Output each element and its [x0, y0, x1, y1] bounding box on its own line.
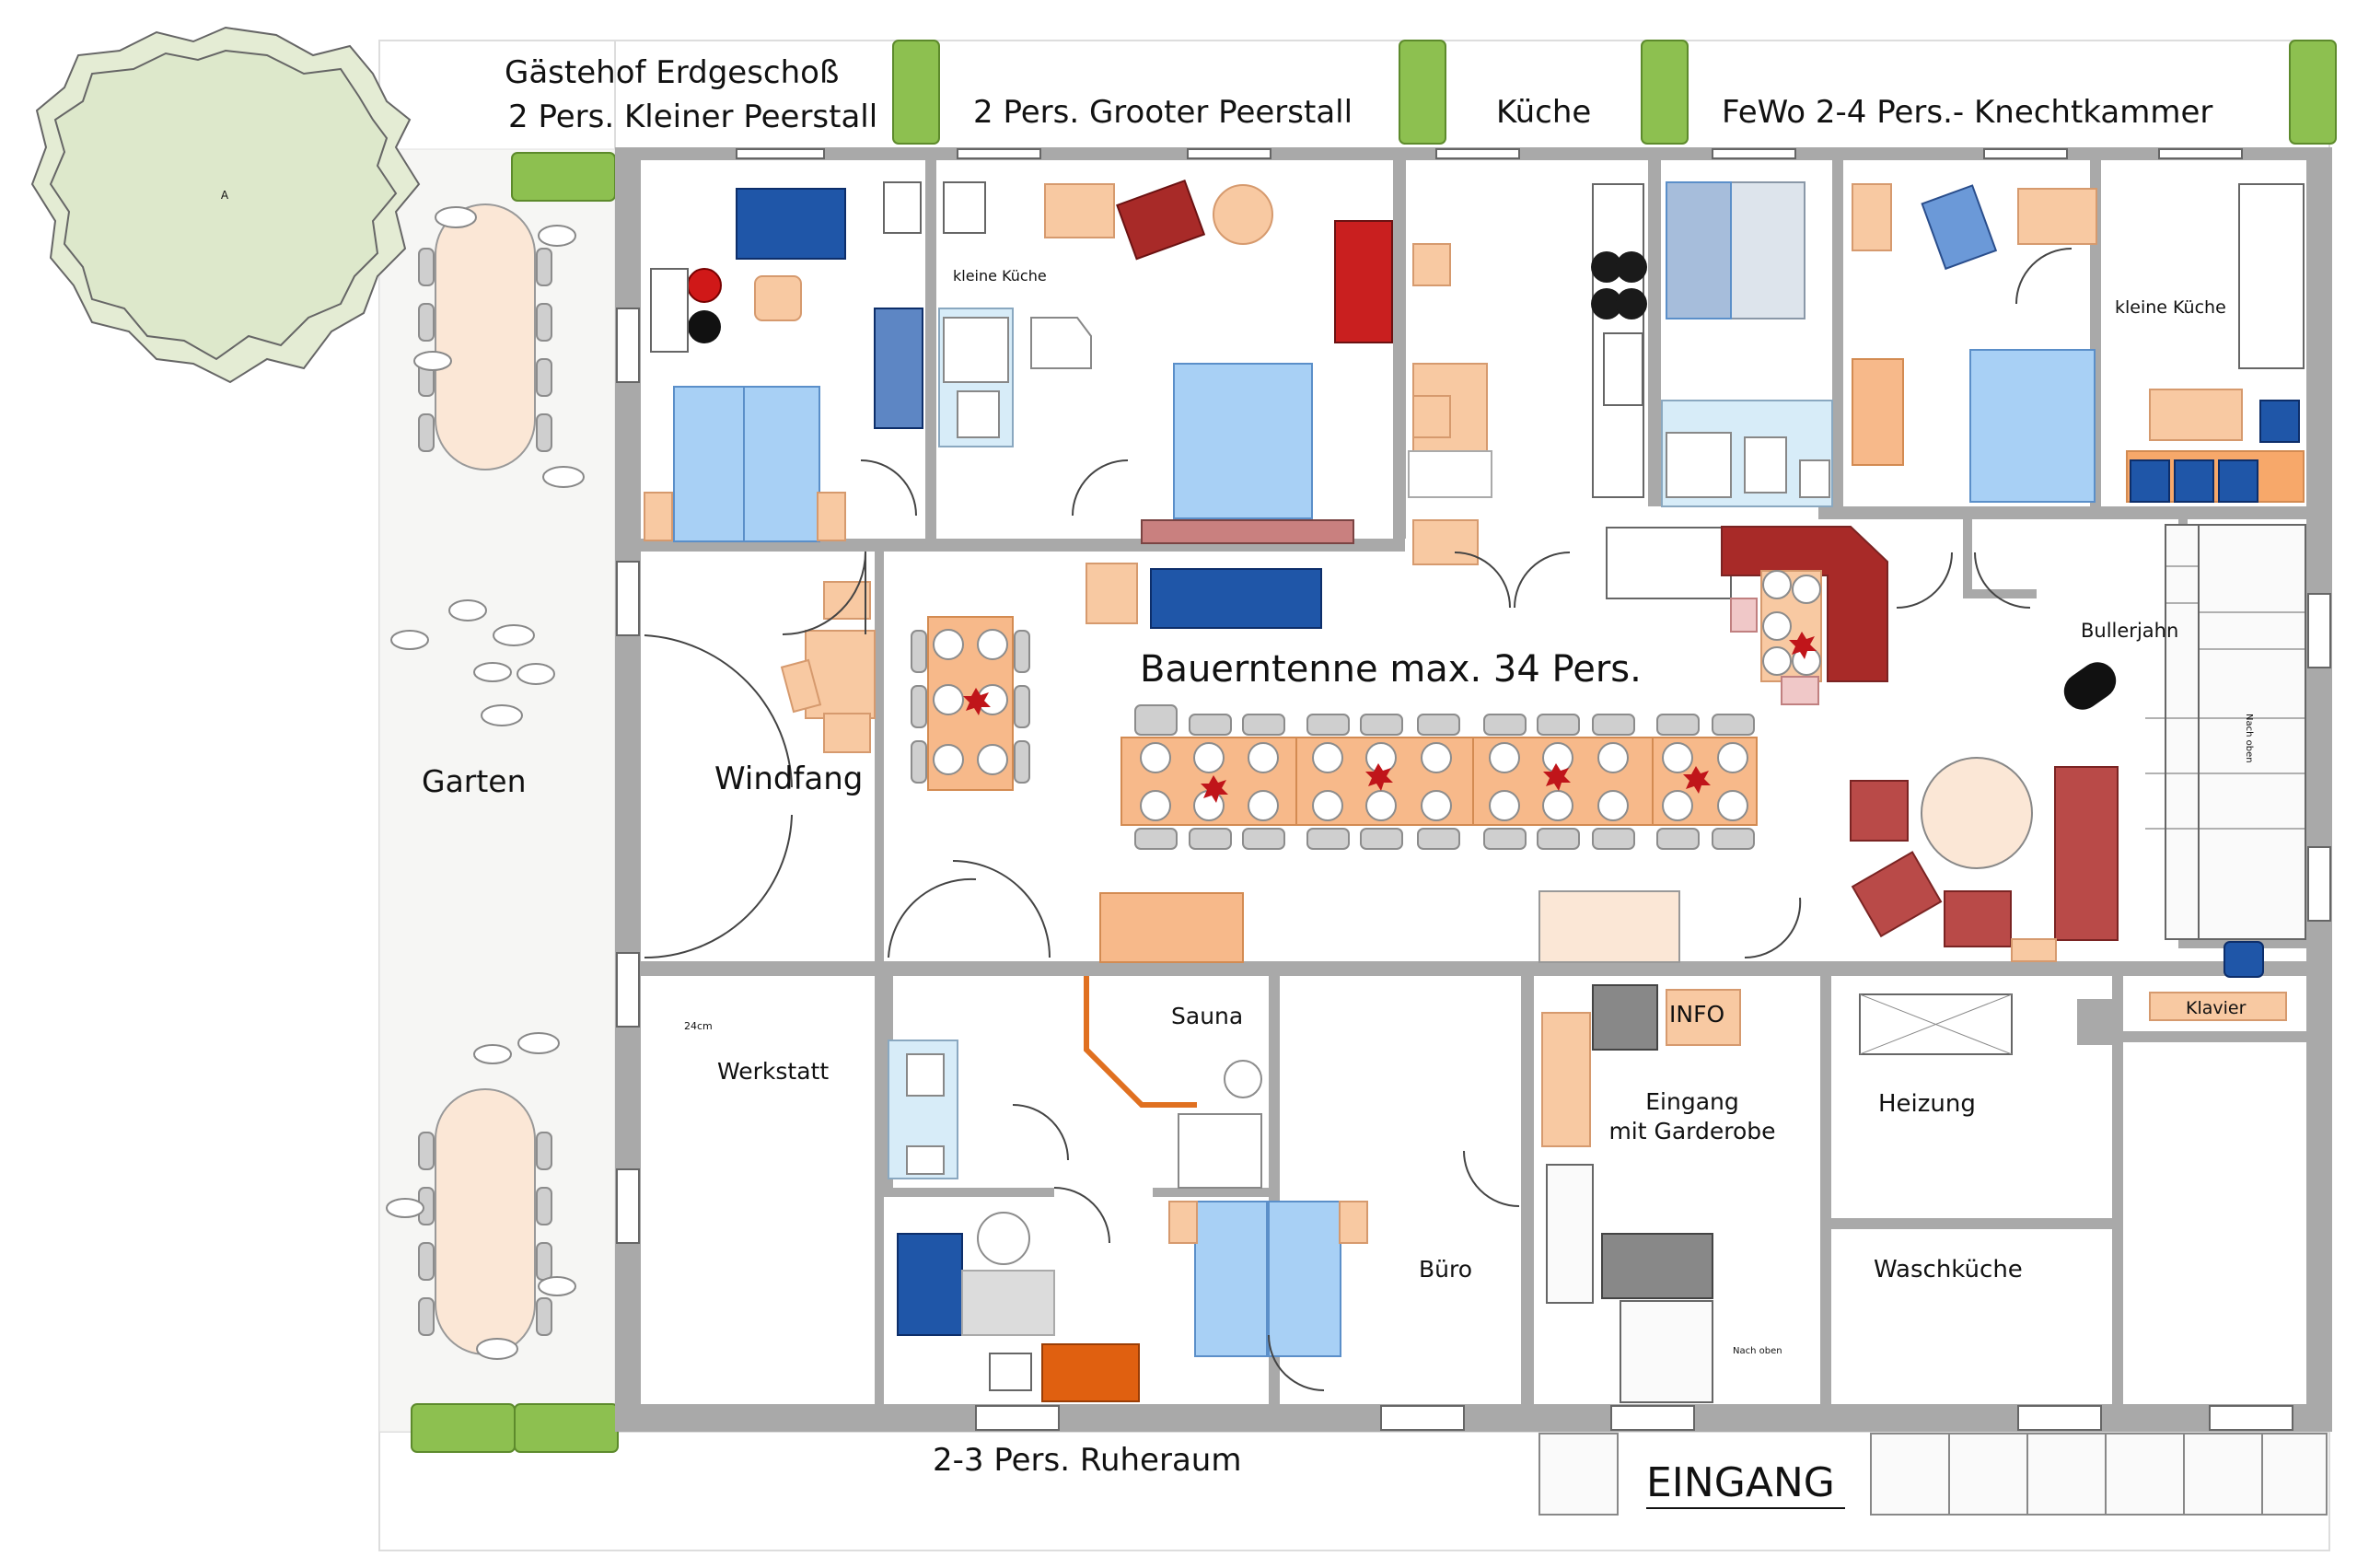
label-grooter-peerstall: 2 Pers. Grooter Peerstall	[973, 94, 1353, 131]
label-kleiner-peerstall: 2 Pers. Kleiner Peerstall	[508, 99, 877, 135]
doors	[644, 248, 2073, 1391]
label-kleine-kueche-right: kleine Küche	[2115, 297, 2226, 318]
hedges	[411, 40, 2337, 1453]
label-eingang-1: Eingang	[1645, 1088, 1739, 1115]
label-sauna: Sauna	[1171, 1003, 1243, 1029]
stepping-stones	[386, 206, 585, 1360]
garden-table-top	[418, 203, 552, 470]
label-nach-oben-1: Nach oben	[2244, 714, 2254, 763]
label-info: INFO	[1669, 1001, 1724, 1028]
tree-mark: A	[221, 189, 229, 202]
room-ruheraum	[897, 1201, 1368, 1402]
label-windfang: Windfang	[714, 761, 863, 797]
label-nach-oben-2: Nach oben	[1733, 1346, 1782, 1356]
room-kleiner-peerstall	[644, 188, 923, 542]
label-werkstatt: Werkstatt	[717, 1058, 829, 1085]
room-fewo: kleine Küche	[1661, 181, 2305, 507]
room-heizung	[1859, 992, 2287, 1055]
label-eingang: EINGANG	[1646, 1459, 1835, 1506]
label-garten: Garten	[422, 763, 527, 799]
windows	[616, 148, 2331, 1431]
label-fewo: FeWo 2-4 Pers.- Knechtkammer	[1722, 94, 2212, 131]
staircase-right: Nach oben	[2145, 524, 2306, 940]
label-heizung: Heizung	[1878, 1090, 1976, 1118]
label-wall-24cm: 24cm	[684, 1020, 713, 1032]
room-eingang: Nach oben	[1541, 984, 1782, 1403]
label-ruheraum: 2-3 Pers. Ruheraum	[933, 1442, 1241, 1479]
label-bullerjahn: Bullerjahn	[2081, 620, 2178, 642]
label-klavier: Klavier	[2186, 998, 2247, 1018]
garden-table-bottom	[418, 1088, 552, 1355]
room-kueche	[1408, 183, 1647, 498]
room-kleine-kueche-left: kleine Küche	[883, 181, 1092, 447]
label-waschkueche: Waschküche	[1874, 1256, 2023, 1283]
room-bauerntenne	[780, 519, 2264, 978]
entrance-paving	[1538, 1433, 2328, 1516]
room-grooter-peerstall	[1044, 179, 1393, 544]
label-kueche: Küche	[1496, 94, 1591, 131]
room-sauna-bath	[888, 976, 1262, 1189]
label-eingang-2: mit Garderobe	[1608, 1118, 1775, 1144]
title-erdgeschoss: Gästehof Erdgeschoß	[505, 54, 839, 91]
label-buero: Büro	[1419, 1256, 1472, 1283]
label-kleine-kueche-left: kleine Küche	[953, 267, 1047, 285]
label-bauerntenne: Bauerntenne max. 34 Pers.	[1140, 648, 1642, 691]
tree-icon: A	[30, 26, 421, 384]
